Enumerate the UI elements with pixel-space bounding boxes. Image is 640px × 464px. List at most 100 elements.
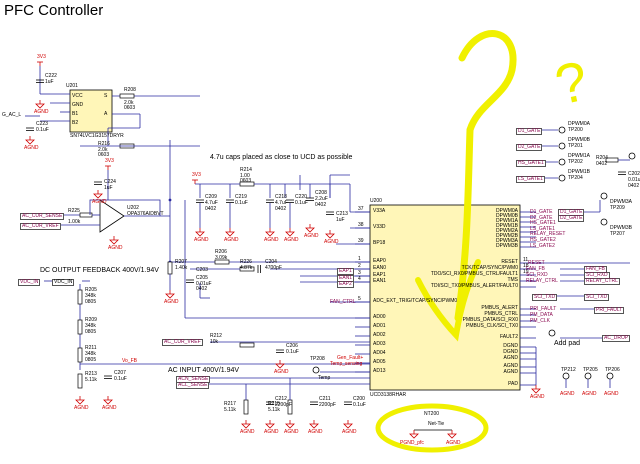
ic-pin-label: EAN1 [373, 278, 387, 284]
schematic-label: DPWM1B [568, 169, 590, 175]
schematic-label: 0603 [98, 152, 110, 158]
schematic-label: 0.1uF [286, 349, 299, 355]
net-label: D1_GATE [516, 128, 543, 135]
ground-label: AGND [34, 109, 49, 115]
ic-u201-body [69, 89, 113, 133]
net-label: G_AC_L [2, 112, 22, 118]
schematic-label: TP209 [610, 205, 625, 211]
ic-pin-label: AD05 [373, 359, 386, 365]
ground-label: AGND [446, 440, 461, 446]
schematic-label: TP202 [568, 159, 583, 165]
schematic-label: 2200pF [275, 402, 292, 408]
ground-symbol [103, 399, 113, 405]
schematic-label: 2.2uF [315, 196, 328, 202]
schematic-label: 5.11k [268, 407, 280, 413]
net-label: D2_GATE [516, 144, 543, 151]
schematic-label: C207 [114, 370, 126, 376]
net-label: D2_GATE [530, 214, 553, 221]
ic-pin-label: V33A [373, 208, 386, 214]
ic-pin-label: FAULT2 [500, 334, 518, 340]
ground-symbol [309, 423, 319, 429]
schematic-label: C213 [336, 211, 348, 217]
net-label: Temp_sensing [330, 361, 363, 367]
ic-pin-label: TCK/TCAP/SYNC/PWM0 [461, 265, 518, 271]
net-label: D2_GATE [558, 215, 585, 222]
schematic-label: TP207 [610, 231, 625, 237]
schematic-label: 348k [85, 293, 96, 299]
net-label: Vo_FB [122, 358, 138, 364]
schematic-label: 1.40k [175, 265, 188, 271]
ic-pin-label: EAN0 [373, 265, 387, 271]
ic-pin-label: AD01 [373, 323, 386, 329]
ground-symbol [165, 293, 175, 299]
ic-pin-label: TDI/SCI_TX0/PMBUS_ALERT/FAULT0 [430, 283, 518, 289]
resistor [214, 259, 230, 265]
schematic-label: TP208 [310, 356, 325, 362]
resistor [239, 342, 255, 348]
net-label: EAP2 [337, 281, 354, 288]
ic-pin-label: GND [72, 102, 84, 108]
net-label: SCI_TXD [584, 294, 610, 301]
net-label: SCI_RXD [526, 272, 548, 278]
ic-pin-label: AD00 [373, 314, 386, 320]
ic-pin-label: TDO/SCI_RX0/PMBUS_CTRL/FAULT1 [430, 271, 518, 277]
ic-part-label: OPA376AIDBVT [127, 211, 164, 217]
net-label: Gen_Fault+ [337, 355, 364, 361]
schematic-label: 0805 [85, 329, 97, 335]
net-label: FAN_CTRL [330, 299, 356, 305]
pin-number: 18 [523, 263, 529, 269]
net-label: HS_GATE1 [530, 220, 556, 227]
ic-pin-label: VCC [72, 93, 83, 99]
ground-label: AGND [284, 429, 299, 435]
ic-pin-label: PMBUS_CLK/SCI_TX0 [466, 323, 518, 329]
ground-symbol [265, 423, 275, 429]
schematic-label: 0402 [628, 183, 640, 189]
ic-pin-label: ADC_EXT_TRIG/TCAP/SYNC/PWM0 [373, 298, 458, 304]
resistor [167, 261, 173, 275]
net-label: RELAY_CTRL [526, 278, 558, 284]
annotation-arrow-head [415, 259, 481, 342]
ground-symbol [93, 193, 103, 199]
schematic-label: R213 [85, 371, 97, 377]
test-point [584, 372, 592, 380]
ground-label: AGND [560, 391, 575, 397]
power-label: 3V3 [105, 158, 114, 164]
net-label: HS_GATE2 [530, 237, 556, 243]
net-label: HS_GATE1 [516, 160, 546, 167]
ground-label: AGND [164, 299, 179, 305]
ground-label: AGND [324, 239, 339, 245]
schematic-label: DPWM3A [610, 199, 632, 205]
ground-symbol [25, 139, 35, 145]
schematic-label: 0.1uF [114, 376, 127, 382]
schematic-label: 1uF [336, 217, 345, 223]
ground-label: AGND [74, 405, 89, 411]
schematic-label: C223 [36, 121, 48, 127]
test-point [562, 372, 570, 380]
pin-number: 19 [523, 269, 529, 275]
schematic-label: 0.1uF [235, 200, 248, 206]
ground-symbol [275, 363, 285, 369]
net-label: LS_GATE1 [516, 176, 545, 183]
net-label: AC_DROP [602, 335, 631, 342]
test-point [312, 366, 320, 374]
schematic-label: TP204 [568, 175, 583, 181]
annotation-arrow-shaft [454, 126, 474, 322]
net-tie-ref: NT200 [424, 411, 440, 417]
schematic-label: TP200 [568, 127, 583, 133]
test-point [548, 329, 556, 337]
test-point [600, 192, 608, 200]
schematic-label: 2.0k [124, 100, 134, 106]
ground-symbol [325, 233, 335, 239]
test-point [558, 142, 566, 150]
schematic-label: 0.1uF [353, 402, 366, 408]
schematic-label: 5.11k [224, 407, 236, 413]
schematic-label: 1uF [104, 185, 113, 191]
ic-pin-label: A [104, 111, 108, 117]
ground-label: AGND [274, 369, 289, 375]
ic-pin-label: BP18 [373, 240, 386, 246]
ground-label: AGND [582, 391, 597, 397]
schematic-label: R211 [85, 345, 97, 351]
schematic-label: 0.01u [628, 177, 640, 183]
schematic-label: 0402 [196, 286, 208, 292]
